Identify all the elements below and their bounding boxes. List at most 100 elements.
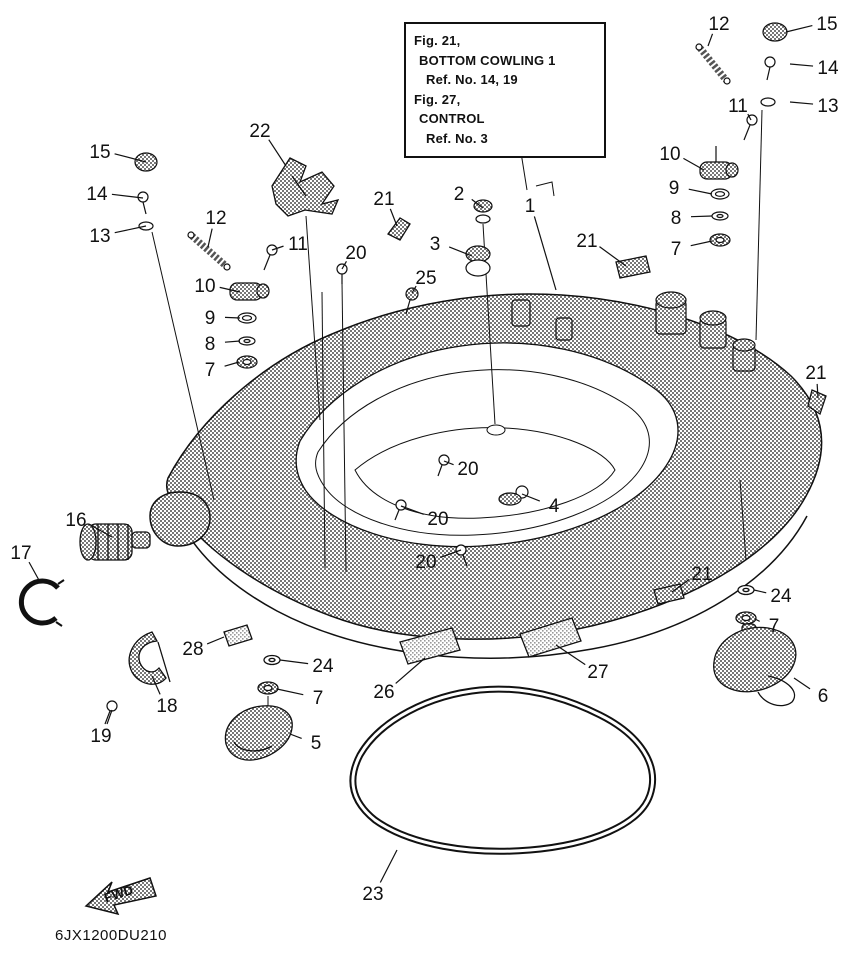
callout-label-7: 7 bbox=[769, 616, 780, 637]
leader-line-9 bbox=[688, 188, 713, 195]
part-17-clamp bbox=[18, 578, 65, 627]
callout-label-21: 21 bbox=[576, 231, 597, 252]
leader-line-21 bbox=[389, 208, 398, 227]
leader-line-22 bbox=[268, 139, 287, 167]
leader-line-7 bbox=[754, 618, 760, 622]
callout-label-7: 7 bbox=[205, 360, 216, 381]
callout-label-19: 19 bbox=[90, 726, 111, 747]
part-14-bolt-left bbox=[137, 191, 149, 215]
leader-line-26 bbox=[395, 657, 426, 684]
part-9-oring-right bbox=[710, 188, 730, 200]
cowling-snout bbox=[149, 491, 211, 547]
leader-line-13 bbox=[114, 225, 147, 234]
leader-line-25 bbox=[411, 285, 417, 294]
callout-label-16: 16 bbox=[65, 510, 86, 531]
figure-ref-line: CONTROL bbox=[419, 111, 485, 126]
part-8-washer-left bbox=[238, 336, 256, 346]
callout-label-13: 13 bbox=[817, 96, 838, 117]
part-7-grommet-left bbox=[236, 355, 258, 369]
leader-line-6 bbox=[793, 677, 811, 690]
part-7-grommet-right-lower bbox=[735, 611, 757, 625]
callout-label-28: 28 bbox=[182, 639, 203, 660]
leader-line-13 bbox=[789, 101, 814, 105]
part-10-fitting-right bbox=[699, 146, 739, 180]
leader-line-8 bbox=[224, 340, 241, 343]
callout-label-7: 7 bbox=[313, 688, 324, 709]
callout-label-6: 6 bbox=[818, 686, 829, 707]
part-8-washer-right bbox=[711, 211, 729, 221]
leader-line-27 bbox=[555, 644, 586, 666]
callout-label-1: 1 bbox=[525, 196, 536, 217]
leader-line-23 bbox=[379, 849, 398, 883]
part-24-washer-right bbox=[737, 584, 755, 596]
callout-label-2: 2 bbox=[454, 184, 465, 205]
callout-label-24: 24 bbox=[312, 656, 334, 677]
leader-line-17 bbox=[28, 561, 41, 583]
callout-label-21: 21 bbox=[805, 363, 826, 384]
callout-label-10: 10 bbox=[194, 276, 215, 297]
figure-code: 6JX1200DU210 bbox=[55, 927, 167, 944]
part-11-bolt-left bbox=[263, 244, 278, 271]
part-7-grommet-left-lower bbox=[257, 681, 279, 695]
callout-label-12: 12 bbox=[205, 208, 226, 229]
leader-line-4 bbox=[521, 493, 541, 502]
leader-line-8 bbox=[690, 215, 713, 218]
leader-line-24 bbox=[279, 659, 309, 665]
leader-line-20 bbox=[341, 260, 347, 270]
callout-label-10: 10 bbox=[659, 144, 680, 165]
callout-label-11: 11 bbox=[728, 96, 748, 117]
callout-label-25: 25 bbox=[415, 268, 436, 289]
callout-label-9: 9 bbox=[669, 178, 680, 199]
leader-lines bbox=[28, 24, 819, 883]
part-15-cap-right bbox=[762, 22, 788, 42]
callout-label-17: 17 bbox=[10, 543, 31, 564]
callout-label-20: 20 bbox=[415, 552, 436, 573]
part-2-bolt bbox=[473, 199, 493, 224]
callout-label-8: 8 bbox=[205, 334, 216, 355]
leader-line-7 bbox=[224, 361, 240, 367]
fwd-arrow: FWD bbox=[84, 877, 157, 916]
callout-label-20: 20 bbox=[427, 509, 448, 530]
callout-label-21: 21 bbox=[691, 564, 712, 585]
part-1-bottom-cowling bbox=[149, 291, 823, 659]
callout-label-9: 9 bbox=[205, 308, 216, 329]
figure-ref-line: Fig. 27, bbox=[414, 91, 461, 107]
callout-label-12: 12 bbox=[708, 14, 729, 35]
part-12-spring-left bbox=[187, 231, 231, 271]
callout-label-23: 23 bbox=[362, 884, 383, 905]
leader-line-1 bbox=[533, 216, 557, 291]
leader-line-11 bbox=[747, 113, 752, 121]
part-5-cover bbox=[224, 705, 293, 761]
figure-ref-line: BOTTOM COWLING 1 bbox=[419, 52, 556, 68]
callout-label-27: 27 bbox=[587, 662, 608, 683]
leader-line-19 bbox=[106, 709, 113, 725]
cowling-floor bbox=[354, 427, 616, 519]
callout-label-20: 20 bbox=[345, 243, 366, 264]
leader-line-15 bbox=[785, 24, 813, 33]
figure-ref-line: Fig. 21, bbox=[414, 33, 461, 48]
part-25-bolt bbox=[405, 287, 419, 315]
leader-line-18 bbox=[151, 675, 161, 695]
callout-label-11: 11 bbox=[288, 234, 308, 255]
part-27-pad bbox=[519, 617, 582, 658]
callout-label-20: 20 bbox=[457, 459, 478, 480]
leader-line-10 bbox=[683, 157, 705, 171]
part-10-fitting-left bbox=[229, 282, 270, 301]
assembly-axis-lines bbox=[151, 109, 763, 718]
part-7-grommet-right bbox=[709, 233, 731, 247]
part-9-oring-left bbox=[237, 312, 257, 324]
leader-line-12 bbox=[707, 33, 714, 47]
part-14-bolt-right bbox=[764, 56, 776, 81]
leader-line-5 bbox=[289, 733, 302, 740]
part-18-hook bbox=[128, 631, 171, 685]
part-13-washer-right bbox=[760, 97, 776, 107]
callout-label-4: 4 bbox=[549, 496, 560, 517]
leader-line-16 bbox=[89, 523, 113, 538]
leader-line-11 bbox=[271, 245, 284, 251]
leader-line-20 bbox=[400, 505, 424, 515]
leader-line-20 bbox=[443, 460, 454, 466]
part-21-dampers bbox=[387, 217, 827, 605]
